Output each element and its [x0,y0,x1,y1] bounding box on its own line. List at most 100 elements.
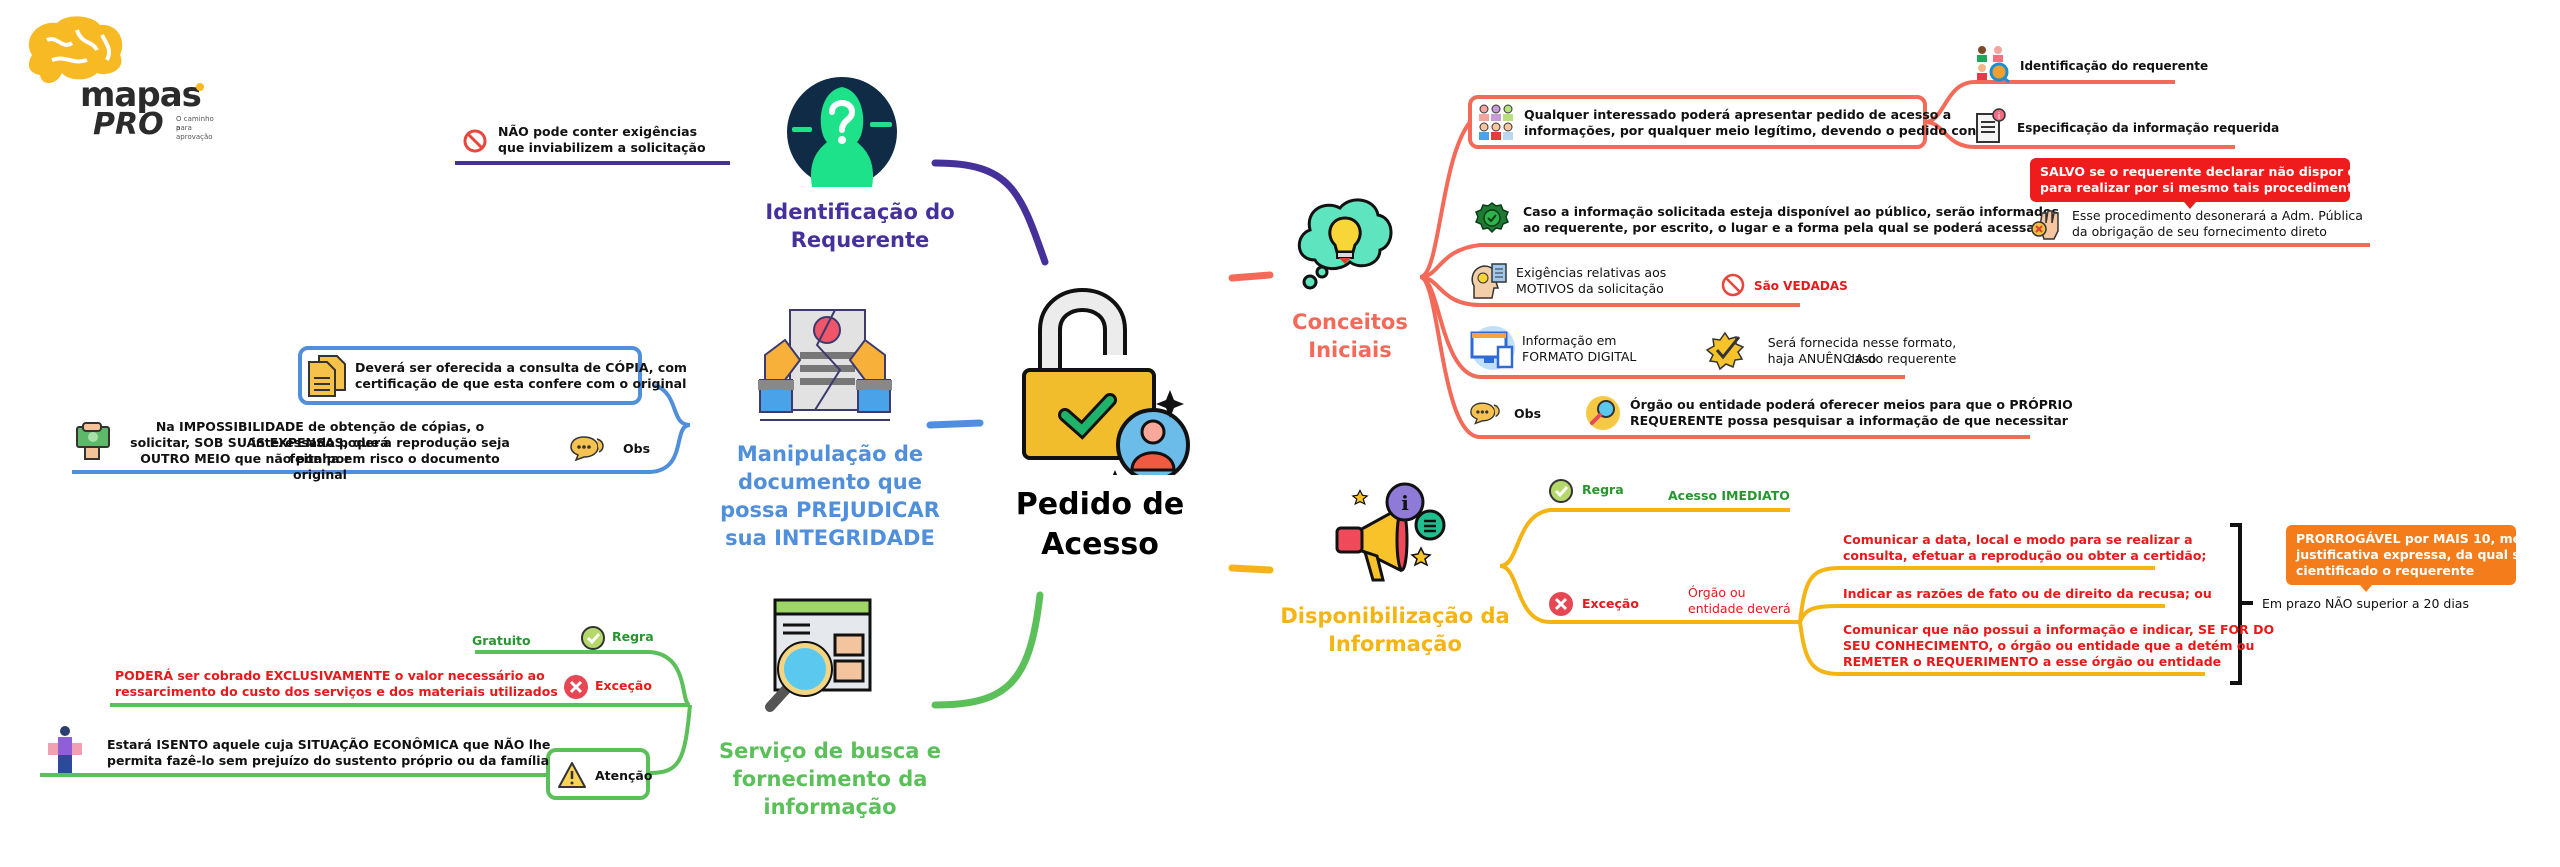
conceitos-item-caso: Caso a informação solicitada esteja disp… [1475,200,2059,240]
identificacao-item-line2: que inviabilizem a solicitação [498,140,706,155]
prohibited-icon [463,129,487,153]
deadline-bracket [2230,523,2253,685]
identificacao-title-line1: Identificação do [765,200,955,224]
desonerara-line1: Esse procedimento desonerará a Adm. Públ… [2072,208,2363,223]
manipulacao-item-copia: Deverá ser oferecida a consulta de CÓPIA… [305,352,687,400]
disp-option-3-line2: SEU CONHECIMENTO, o órgão ou entidade qu… [1843,638,2255,653]
connector-servico [931,591,1044,709]
manipulacao-title-line4: sua INTEGRIDADE [725,526,935,550]
connector-disp-opt1 [1798,566,2155,623]
connector-servico-regra [475,650,691,707]
servico-title-line1: Serviço de busca e [718,739,942,763]
box-copia [298,346,642,405]
callout-salvo: SALVO se o requerente declarar não dispo… [2030,158,2411,209]
servico-atencao-line1: Estará ISENTO aquele cuja SITUAÇÃO ECONÔ… [107,737,551,752]
branch-conceitos[interactable]: Conceitos Iniciais [1270,190,1430,370]
conceitos-item-obs: Obs Órgão ou entidade poderá oferecer me… [1470,393,2073,435]
logo-brand-sub: PRO [93,107,164,142]
prorrogavel-line2: justificativa expressa, da qual será [2296,547,2543,562]
connector-conceitos [1228,271,1274,282]
head-thinking-icon [1471,263,1507,299]
servico-excecao-line2: ressarcimento do custo dos serviços e do… [115,684,558,699]
connector-conceitos-badge [1419,243,2370,279]
prohibited-icon [1721,273,1745,297]
servico-atencao-label: Atenção [595,768,653,783]
identificacao-title-line2: Requerente [790,228,930,252]
logo: mapas PRO O caminho para a aprovação [18,15,218,145]
servico-title-line2: fornecimento da [732,767,928,791]
conceitos-obs-label: Obs [1514,406,1542,421]
obs-line3: OUTRO MEIO que não ponha em risco o docu… [140,451,500,482]
conceitos-title-line2: Iniciais [1308,338,1392,362]
servico-regra-label: Regra [612,629,654,644]
callout-prorrogavel: PRORROGÁVEL por MAIS 10, mediante justif… [2286,525,2560,592]
manipulacao-title-line2: documento que [738,470,922,494]
servico-excecao-label: Exceção [595,678,652,693]
servico-regra-text: Gratuito [472,633,531,648]
branch-servico[interactable]: Serviço de busca e fornecimento da infor… [705,595,955,835]
center-title-line2: Acesso [1041,527,1159,562]
conceitos-title-line1: Conceitos [1292,310,1408,334]
conceitos-obs-line2: REQUERENTE possa pesquisar a informação … [1630,413,2068,428]
disp-option-2-line1: Indicar as razões de fato ou de direito … [1843,586,2212,601]
branch-disponibilizacao[interactable]: i Disponibilização da Informação [1270,480,1520,665]
obs-label: Obs [623,441,651,456]
sao-vedadas: São VEDADAS [1754,279,1848,293]
check-circle-icon [581,626,605,650]
servico-excecao-line1: PODERÁ ser cobrado EXCLUSIVAMENTE o valo… [115,668,545,683]
disp-excecao: Exceção Órgão ou entidade deverá [1548,585,1798,621]
logo-tagline-2: a aprovação [176,124,213,141]
x-circle-icon [564,675,588,699]
disp-regra-text: Acesso IMEDIATO [1668,488,1790,503]
exigencias-line1: Exigências relativas aos [1516,265,1667,280]
identificacao-item: NÃO pode conter exigências que inviabili… [462,124,722,160]
identificacao-item-line1: NÃO pode conter exigências [498,124,698,139]
people-search-icon [1977,46,2010,83]
conceitos-child-identificacao: Identificação do requerente [1975,45,2235,83]
servico-atencao-line2: permita fazê-lo sem prejuízo do sustento… [107,753,549,768]
magnifier-icon [1586,396,1620,430]
deadline-text: Em prazo NÃO superior a 20 dias [2262,596,2469,611]
box-qualquer-interessado [1468,95,1927,149]
exigencias-line2: MOTIVOS da solicitação [1516,281,1664,296]
digital-line1: Informação em [1522,333,1617,348]
obs-line2: solicitar, SOB SUAS EXPENSAS, que a repr… [130,435,510,466]
connector-identificacao [931,159,1049,266]
chat-bubbles-icon [570,436,604,461]
disp-excecao-label: Exceção [1582,596,1639,611]
document-info-icon: i [1976,108,2006,143]
star-check-badge-icon [1705,331,1745,371]
connector-manipulacao [926,419,984,429]
money-hand-icon [76,422,110,460]
disp-option-2: Indicar as razões de fato ou de direito … [1843,586,2212,604]
qualquer-line2: informações, por qualquer meio legítimo,… [1524,123,1997,138]
connector-conceitos-trunk [1419,120,1472,279]
verified-badge-icon [1475,202,1509,234]
check-circle-icon [1549,479,1573,503]
branch-manipulacao[interactable]: Manipulação de documento que possa PREJU… [700,300,960,560]
stop-hand-icon [2031,210,2059,240]
digital-line2: FORMATO DIGITAL [1522,349,1637,364]
branch-identificacao[interactable]: Identificação do Requerente [740,72,980,262]
salvo-line2: para realizar por si mesmo tais procedim… [2040,180,2374,195]
prorrogavel-line3: cientificado o requerente [2296,563,2475,578]
copia-line1: Deverá ser oferecida a consulta de CÓPIA… [355,360,687,375]
caso-line2: ao requerente, por escrito, o lugar e a … [1523,220,2041,235]
disponibilizacao-title-line1: Disponibilização da [1280,604,1510,628]
unlocked-padlock-user-icon [1022,288,1190,475]
servico-item-atencao: Estará ISENTO aquele cuja SITUAÇÃO ECONÔ… [45,725,655,795]
disp-option-3-line1: Comunicar que não possui a informação e … [1843,622,2275,637]
especificacao-text: Especificação da informação requerida [2017,121,2280,135]
center-node[interactable]: Pedido de Acesso [1010,275,1220,575]
brain-logo-icon [28,16,123,84]
connector-manipulacao-branch2 [72,423,691,474]
svg-text:i: i [1401,491,1409,515]
qualquer-line1: Qualquer interessado poderá apresentar p… [1524,107,1952,122]
connector-conceitos-child2 [1924,120,2235,149]
conceitos-obs-line1: Órgão ou entidade poderá oferecer meios … [1630,397,2073,412]
conceitos-child-especificacao: i Especificação da informação requerida [1975,108,2279,144]
servico-title-line3: informação [763,795,897,819]
copia-line2: certificação de que esta confere com o o… [355,376,687,391]
disp-option-3: Comunicar que não possui a informação e … [1843,622,2274,672]
